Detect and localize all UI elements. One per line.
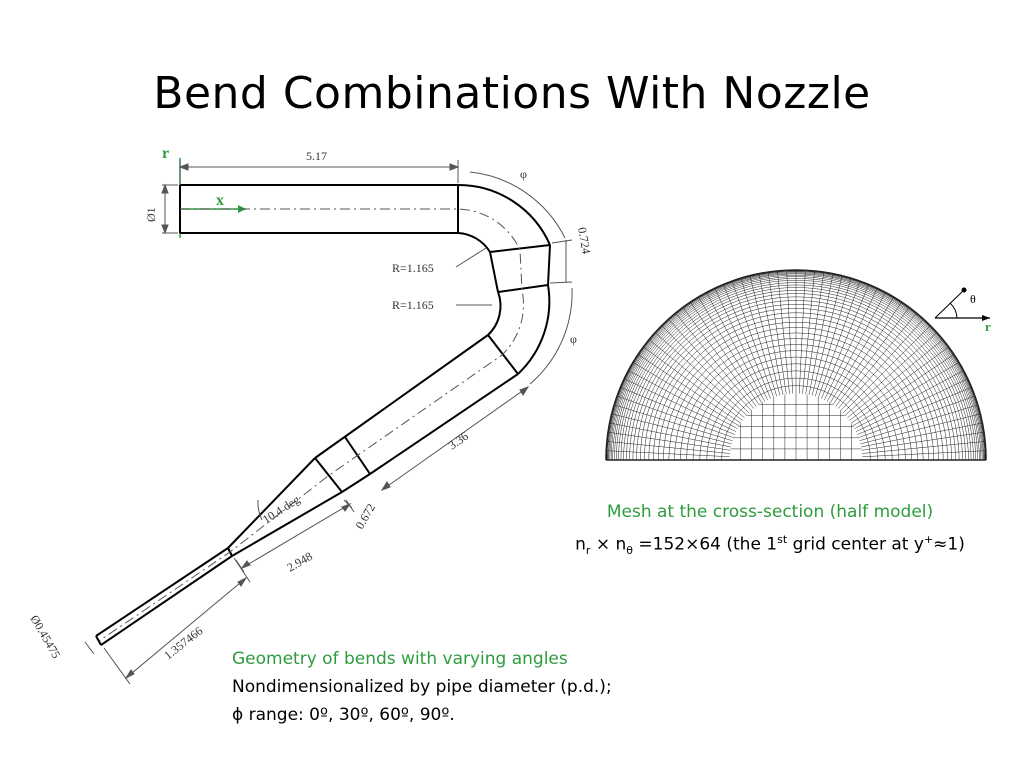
angle-arc	[257, 499, 263, 521]
dim-2-948	[235, 499, 353, 573]
radius-label-2: R=1.165	[392, 298, 434, 312]
mesh-caption-line2: nr × nθ =152×64 (the 1st grid center at …	[540, 526, 1000, 565]
dim-label-0-724: 0.724	[575, 226, 593, 255]
radius-leader-1	[455, 247, 487, 268]
dim-label-3-36: 3.36	[446, 429, 471, 453]
mesh-caption: Mesh at the cross-section (half model) n…	[540, 498, 1000, 565]
geometry-caption-line2: Nondimensionalized by pipe diameter (p.d…	[232, 677, 612, 697]
dim-0-724	[549, 239, 573, 284]
r-axis-label: r	[162, 145, 169, 162]
dim-label-diameter: Ø1	[144, 207, 158, 222]
dim-label-0-672: 0.672	[352, 501, 378, 531]
theta-label: θ	[970, 292, 976, 306]
mesh-caption-line1: Mesh at the cross-section (half model)	[606, 502, 934, 522]
radius-label-1: R=1.165	[392, 261, 434, 275]
dim-label-outlet-diameter: Ø0.45475	[27, 613, 63, 661]
centerline	[98, 208, 524, 642]
dim-outlet-diameter	[84, 641, 95, 655]
dim-1-357466	[103, 557, 251, 685]
cap-end: ≈1)	[933, 534, 965, 555]
phi-arc-1	[469, 171, 566, 239]
phi-label-1: φ	[520, 167, 527, 181]
dim-5-17	[178, 160, 460, 183]
dim-diameter	[161, 183, 178, 235]
cap-times: × n	[590, 534, 627, 555]
phi-arc-2	[529, 287, 573, 385]
cap-n: n	[575, 534, 586, 555]
phi-label-2: φ	[570, 332, 577, 346]
cap-sub-theta: θ	[626, 544, 633, 558]
pipe-outline	[95, 183, 551, 646]
mesh-r-label: r	[985, 319, 991, 334]
theta-indicator-icon	[934, 287, 990, 321]
cap-sup-st: st	[777, 533, 788, 546]
cap-sup-plus: +	[923, 533, 934, 546]
page-title: Bend Combinations With Nozzle	[153, 68, 871, 119]
cap-sub-r: r	[585, 544, 591, 558]
cross-section-mesh	[605, 269, 987, 461]
dim-3-36	[380, 386, 530, 491]
x-axis-label: x	[216, 192, 224, 209]
geometry-caption-line3: ϕ range: 0º, 30º, 60º, 90º.	[232, 705, 455, 725]
dim-label-2-948: 2.948	[285, 549, 315, 575]
dim-label-5-17: 5.17	[306, 149, 327, 163]
geometry-caption: Geometry of bends with varying angles No…	[232, 645, 792, 729]
cap-rest: grid center at y	[787, 534, 924, 555]
cap-eq: =152×64 (the 1	[633, 534, 778, 555]
geometry-caption-line1: Geometry of bends with varying angles	[232, 649, 568, 669]
